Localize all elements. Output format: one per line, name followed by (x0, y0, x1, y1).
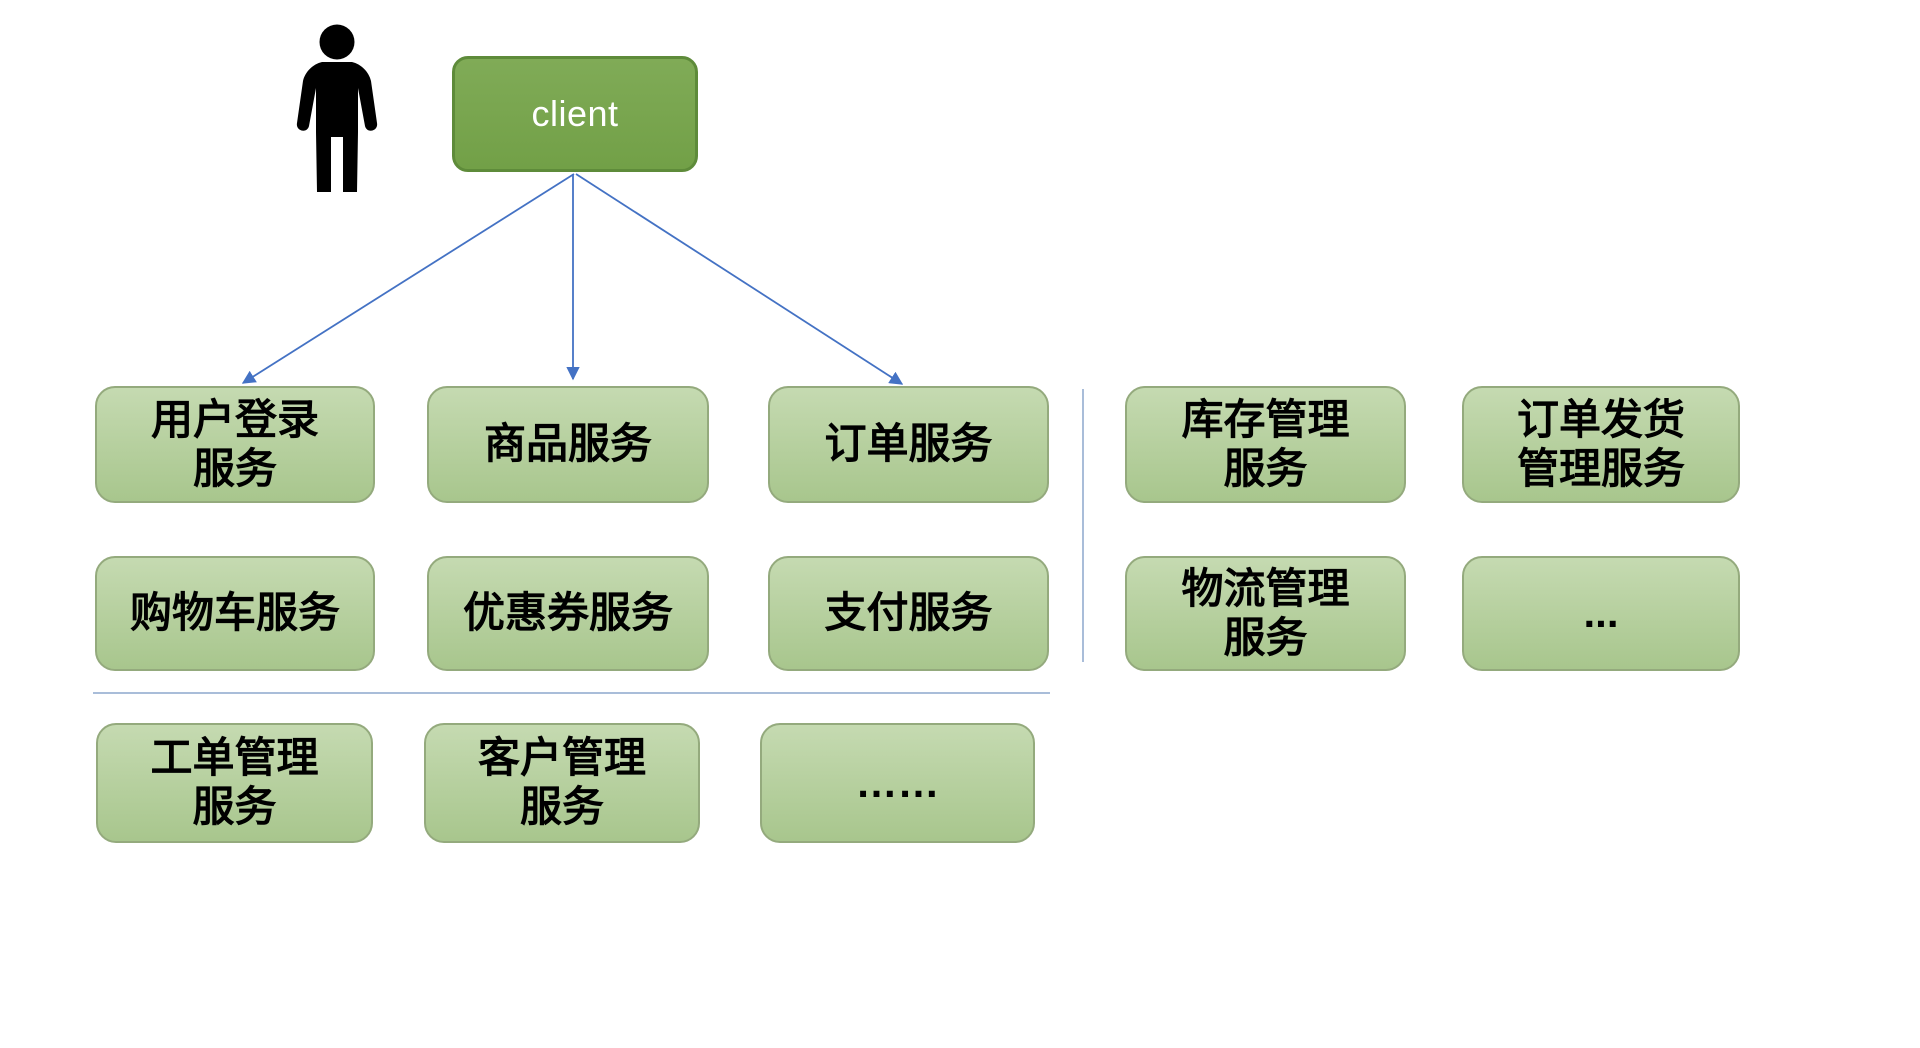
group-divider-horizontal (93, 692, 1050, 694)
service-label: 用户登录 服务 (150, 395, 319, 492)
service-box-product: 商品服务 (427, 386, 709, 503)
service-box-user-login: 用户登录 服务 (95, 386, 375, 503)
service-label: 支付服务 (824, 589, 993, 637)
service-label: 物流管理 服务 (1181, 564, 1350, 661)
service-box-order-shipping: 订单发货 管理服务 (1462, 386, 1740, 503)
service-box-customer-mgmt: 客户管理 服务 (424, 723, 700, 843)
service-box-more-right: ... (1462, 556, 1740, 671)
service-label: 优惠券服务 (462, 589, 673, 637)
person-icon (296, 24, 378, 192)
service-label: 工单管理 服务 (150, 734, 319, 830)
service-box-more-bottom: …… (760, 723, 1035, 843)
service-box-payment: 支付服务 (768, 556, 1049, 671)
service-label: 商品服务 (483, 420, 652, 468)
ellipsis-label: ... (1583, 589, 1619, 637)
group-divider-vertical (1082, 389, 1084, 662)
service-label: 订单发货 管理服务 (1516, 395, 1685, 492)
service-box-inventory: 库存管理 服务 (1125, 386, 1406, 503)
service-label: 订单服务 (824, 420, 993, 468)
arrow-client-to-order (575, 173, 904, 385)
arrow-client-to-user-login (241, 173, 575, 384)
service-box-coupon: 优惠券服务 (427, 556, 709, 671)
client-box-label: client (531, 93, 619, 134)
service-box-order: 订单服务 (768, 386, 1049, 503)
service-box-work-order: 工单管理 服务 (96, 723, 373, 843)
client-box: client (452, 56, 698, 172)
service-box-cart: 购物车服务 (95, 556, 375, 671)
service-box-logistics: 物流管理 服务 (1125, 556, 1406, 671)
service-label: 购物车服务 (129, 589, 340, 637)
service-label: 库存管理 服务 (1181, 395, 1350, 492)
ellipsis-label: …… (855, 758, 940, 806)
service-label: 客户管理 服务 (477, 734, 646, 830)
